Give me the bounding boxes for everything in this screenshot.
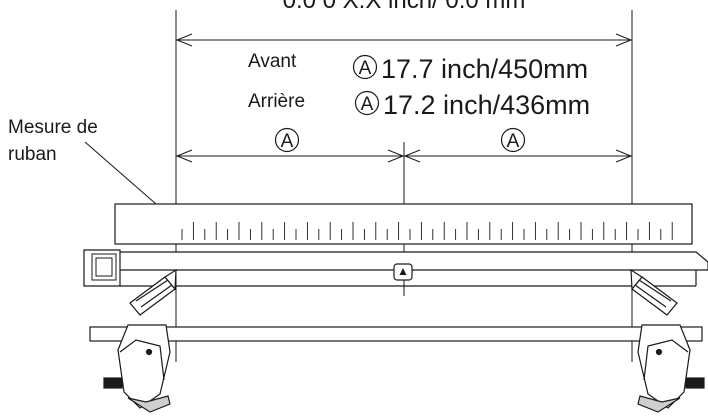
rear-label: Arrière (248, 91, 305, 112)
left-half-marker: A (274, 127, 300, 153)
tape-label-line1: Mesure de (8, 117, 98, 138)
triangle-up-icon (399, 268, 407, 275)
tape-measure (114, 203, 693, 245)
front-label: Avant (248, 51, 297, 72)
tape-leader-line (84, 141, 157, 205)
half-dimension-lines (175, 149, 633, 163)
rear-value: 17.2 inch/436mm (383, 90, 590, 120)
tape-label-line2: ruban (8, 144, 57, 165)
top-dimension-label: 0.0 0 X.X inch/ 0.0 mm (283, 0, 526, 14)
front-marker: A (352, 54, 378, 80)
rear-marker-letter: A (361, 94, 374, 115)
full-width-dimension-line (175, 33, 633, 47)
front-marker-letter: A (359, 58, 372, 79)
right-half-marker: A (500, 127, 526, 153)
left-pencil-icon (129, 268, 177, 316)
lower-rail (89, 326, 703, 342)
crossbar-end-opening (91, 253, 117, 281)
right-foot-icon (637, 324, 705, 413)
rear-marker: A (354, 90, 380, 116)
right-pencil-icon (630, 268, 678, 316)
right-half-marker-letter: A (507, 131, 520, 152)
tape-ticks (181, 222, 673, 240)
center-mark (393, 263, 413, 281)
left-foot-icon (103, 324, 171, 413)
left-half-marker-letter: A (281, 131, 294, 152)
front-value: 17.7 inch/450mm (381, 54, 588, 84)
